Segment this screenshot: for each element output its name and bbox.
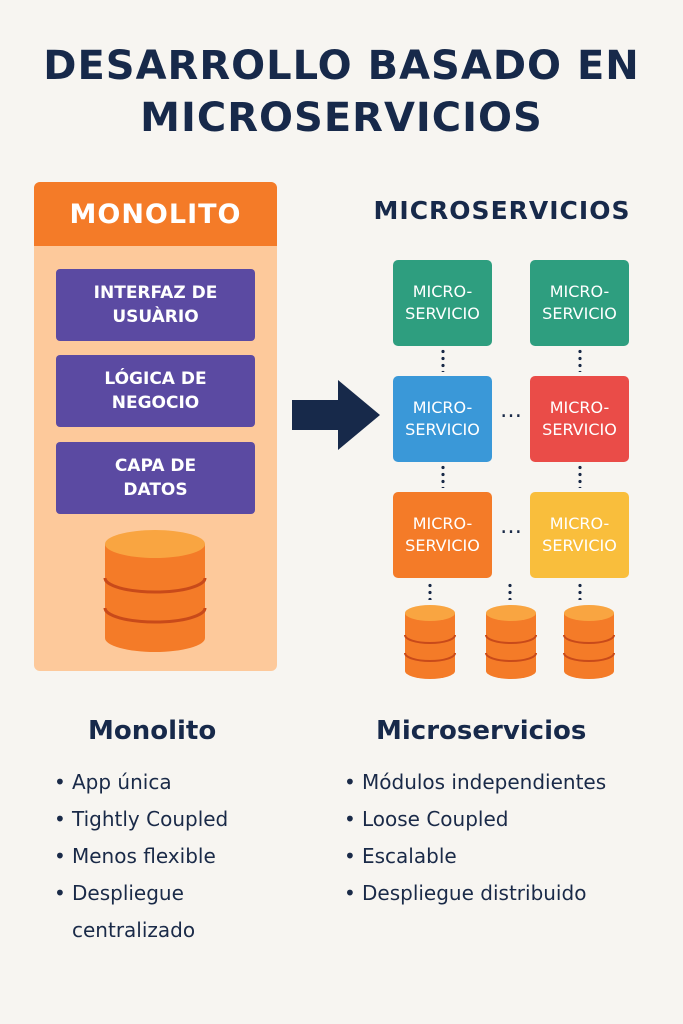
ellipsis-connector: … [500,398,522,423]
microservices-feature-list: Módulos independientes Loose Coupled Esc… [344,764,679,912]
monolith-header: MONOLITO [34,182,277,246]
list-item: App única [54,764,334,801]
connector-dots [441,348,445,372]
ellipsis-connector: … [500,514,522,539]
microservice-box: MICRO- SERVICIO [393,260,492,346]
microservices-title: MICROSERVICIOS [373,196,631,225]
monolith-block: MONOLITO INTERFAZ DE USUÀRIO LÓGICA DE N… [34,182,277,671]
monolith-database-icon [103,530,207,652]
monolith-feature-list: App única Tightly Coupled Menos flexible… [54,764,334,949]
connector-dots [578,464,582,488]
list-item: Módulos independientes [344,764,679,801]
list-item: Loose Coupled [344,801,679,838]
monolith-heading: Monolito [88,716,217,746]
database-icon [563,605,615,679]
page-title: DESARROLLO BASADO EN MICROSERVICIOS [0,40,683,144]
microservice-box: MICRO- SERVICIO [393,376,492,462]
page-title-line-1: DESARROLLO BASADO EN [43,43,640,89]
list-item: Menos flexible [54,838,334,875]
connector-dots [428,582,432,600]
list-item: Despliegue centralizado [54,875,334,949]
list-item: Despliegue distribuido [344,875,679,912]
arrow-right-icon [292,380,380,450]
microservice-box: MICRO- SERVICIO [530,260,629,346]
layer-data: CAPA DE DATOS [56,442,255,514]
connector-dots [508,582,512,600]
microservice-box: MICRO- SERVICIO [530,492,629,578]
list-item: Escalable [344,838,679,875]
connector-dots [441,464,445,488]
microservices-heading: Microservicios [376,716,587,746]
layer-user-interface: INTERFAZ DE USUÀRIO [56,269,255,341]
connector-dots [578,582,582,600]
microservice-box: MICRO- SERVICIO [393,492,492,578]
layer-business-logic: LÓGICA DE NEGOCIO [56,355,255,427]
database-icon [485,605,537,679]
page-title-line-2: MICROSERVICIOS [140,95,543,141]
database-icon [404,605,456,679]
microservice-box: MICRO- SERVICIO [530,376,629,462]
list-item: Tightly Coupled [54,801,334,838]
connector-dots [578,348,582,372]
